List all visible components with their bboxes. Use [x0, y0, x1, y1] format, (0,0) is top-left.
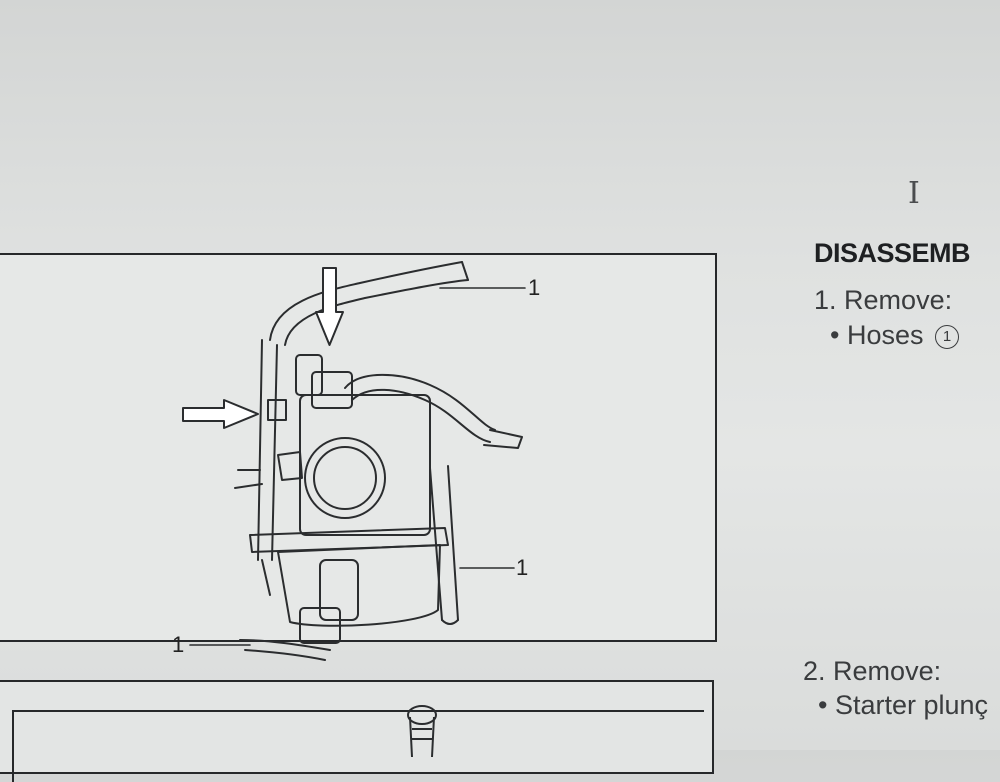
- step-1: 1. Remove:: [814, 285, 952, 316]
- step-2-number: 2.: [803, 656, 826, 686]
- step-2-item: Starter plunç: [834, 690, 989, 720]
- step-1-ref: 1: [935, 324, 960, 349]
- starter-plunger-illustration: [407, 705, 437, 758]
- section-heading: DISASSEMB: [814, 238, 971, 268]
- carburetor-illustration: 1 1 1: [172, 261, 540, 661]
- step-2: 2. Remove:: [803, 656, 941, 687]
- arrow-right-icon: [182, 399, 259, 429]
- figure-inner-frame: [12, 710, 704, 782]
- step-1-number: 1.: [814, 285, 837, 315]
- arrow-down-icon: [315, 267, 344, 346]
- step-1-item: Hoses: [846, 320, 924, 350]
- step-1-action: Remove:: [844, 285, 953, 315]
- bullet-dot: •: [830, 320, 840, 350]
- figure-frame-2: [0, 680, 714, 782]
- callout-1-top: 1: [528, 275, 540, 300]
- bullet-dot: •: [818, 690, 828, 720]
- text-cursor-icon: I: [908, 176, 920, 211]
- step-1-bullet: • Hoses 1: [830, 320, 960, 351]
- step-2-bullet: • Starter plunç: [818, 690, 988, 721]
- callout-1-bottom: 1: [172, 632, 184, 657]
- callout-1-right: 1: [516, 555, 528, 580]
- step-2-action: Remove:: [833, 656, 942, 686]
